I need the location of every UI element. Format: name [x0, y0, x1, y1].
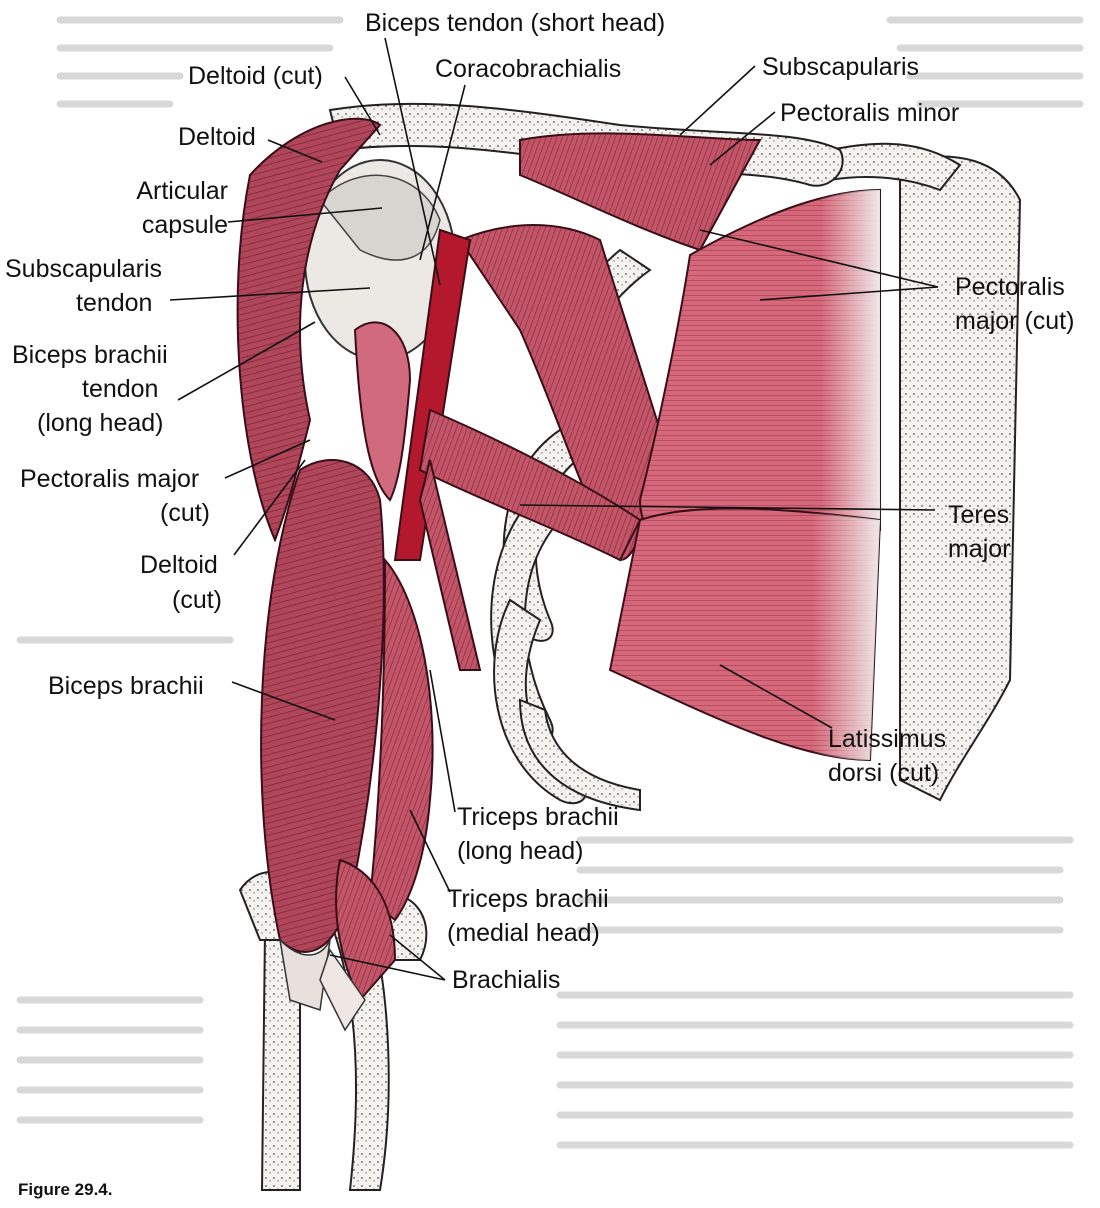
subscapularis-muscle — [519, 132, 762, 252]
label-subscapularis-tendon-line1: Subscapularis — [5, 255, 163, 283]
label-triceps-long-head-line1: Triceps brachii — [457, 803, 619, 831]
triceps-brachii-muscle — [368, 557, 434, 922]
label-coracobrachialis: Coracobrachialis — [435, 55, 622, 83]
background-page-text — [16, 16, 1084, 1149]
label-pectoralis-major-cut-left-line2: (cut) — [160, 499, 210, 527]
label-pectoralis-major-cut-right-line1: Pectoralis — [955, 273, 1065, 301]
leader-lines — [169, 37, 939, 981]
label-deltoid-cut-left-line1: Deltoid — [140, 551, 218, 579]
label-deltoid-cut-top: Deltoid (cut) — [188, 62, 323, 90]
label-triceps-medial-head-line1: Triceps brachii — [447, 885, 609, 913]
label-biceps-brachii: Biceps brachii — [48, 672, 204, 700]
label-triceps-long-head-line2: (long head) — [457, 837, 584, 865]
label-biceps-long-head-line2: tendon — [82, 375, 159, 403]
deltoid-muscle — [236, 117, 382, 543]
label-pectoralis-major-cut-right-line2: major (cut) — [955, 307, 1075, 335]
label-articular-capsule-line1: Articular — [136, 177, 228, 205]
figure-caption: Figure 29.4. — [18, 1180, 113, 1199]
label-teres-major-line1: Teres — [948, 501, 1010, 529]
label-biceps-tendon-short-head: Biceps tendon (short head) — [365, 9, 666, 37]
label-biceps-long-head-line1: Biceps brachii — [12, 341, 168, 369]
label-subscapularis-tendon-line2: tendon — [76, 289, 153, 317]
label-brachialis: Brachialis — [452, 966, 561, 994]
teres-major-muscle — [418, 408, 642, 562]
coracobrachialis-muscle — [393, 228, 472, 561]
label-pectoralis-major-cut-left-line1: Pectoralis major — [20, 465, 200, 493]
label-deltoid: Deltoid — [178, 123, 256, 151]
label-teres-major-line2: major — [948, 535, 1011, 563]
label-latissimus-dorsi-line1: Latissimus — [828, 725, 947, 753]
label-latissimus-dorsi-line2: dorsi (cut) — [828, 759, 940, 787]
label-deltoid-cut-left-line2: (cut) — [172, 586, 222, 614]
label-subscapularis: Subscapularis — [762, 53, 920, 81]
label-triceps-medial-head-line2: (medial head) — [447, 919, 600, 947]
label-pectoralis-minor: Pectoralis minor — [780, 99, 960, 127]
label-biceps-long-head-line3: (long head) — [37, 409, 164, 437]
label-articular-capsule-line2: capsule — [141, 211, 228, 239]
pectoralis-major-stump — [353, 321, 412, 502]
